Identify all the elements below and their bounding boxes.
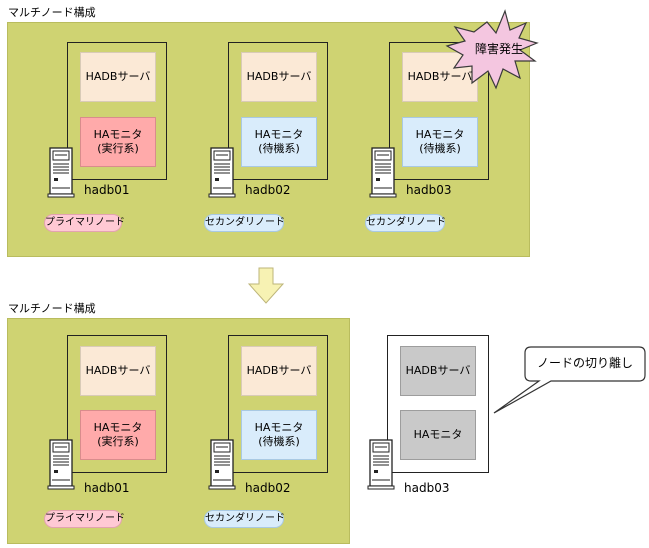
bottom-node1-monitor-box: HAモニタ (実行系)	[80, 410, 156, 460]
top-node3-monitor-box: HAモニタ (待機系)	[402, 117, 478, 167]
monitor-role: (実行系)	[97, 435, 139, 448]
monitor-label: HAモニタ	[93, 128, 143, 141]
db-label: HADBサーバ	[85, 70, 151, 83]
top-node3-frame	[389, 42, 489, 180]
db-label: HADBサーバ	[407, 70, 473, 83]
monitor-label: HAモニタ	[254, 421, 304, 434]
monitor-role: (実行系)	[97, 142, 139, 155]
bottom-node1-db-box: HADBサーバ	[80, 346, 156, 396]
top-node2-monitor-box: HAモニタ (待機系)	[241, 117, 317, 167]
bottom-node2-hostname: hadb02	[245, 481, 291, 495]
top-node2-frame	[228, 42, 328, 180]
db-label: HADBサーバ	[246, 364, 312, 377]
detached-monitor-box: HAモニタ	[400, 410, 476, 460]
monitor-label: HAモニタ	[415, 128, 465, 141]
top-node2-db-box: HADBサーバ	[241, 52, 317, 102]
bottom-node1-role-badge: プライマリノード	[44, 510, 125, 528]
db-label: HADBサーバ	[85, 364, 151, 377]
bottom-node2-db-box: HADBサーバ	[241, 346, 317, 396]
detached-hostname: hadb03	[404, 481, 450, 495]
bottom-node1-frame	[67, 335, 167, 473]
failure-label: 障害発生	[474, 42, 523, 56]
top-node3-role-badge: セカンダリノード	[365, 214, 446, 232]
top-node1-role-badge: プライマリノード	[44, 214, 125, 232]
top-node1-frame	[67, 42, 167, 180]
top-title: マルチノード構成	[8, 6, 96, 19]
bottom-title: マルチノード構成	[8, 302, 96, 315]
detached-db-box: HADBサーバ	[400, 346, 476, 396]
monitor-label: HAモニタ	[93, 421, 143, 434]
bottom-node2-role-badge: セカンダリノード	[204, 510, 285, 528]
monitor-label: HAモニタ	[254, 128, 304, 141]
callout-label: ノードの切り離し	[536, 356, 633, 370]
top-node3-hostname: hadb03	[406, 183, 452, 197]
top-node3-db-box: HADBサーバ	[402, 52, 478, 102]
top-node1-monitor-box: HAモニタ (実行系)	[80, 117, 156, 167]
bottom-node1-hostname: hadb01	[84, 481, 130, 495]
top-node1-hostname: hadb01	[84, 183, 130, 197]
top-node1-db-box: HADBサーバ	[80, 52, 156, 102]
bottom-node2-frame	[228, 335, 328, 473]
monitor-role: (待機系)	[258, 435, 300, 448]
bottom-node2-monitor-box: HAモニタ (待機系)	[241, 410, 317, 460]
top-node2-hostname: hadb02	[245, 183, 291, 197]
top-node2-role-badge: セカンダリノード	[204, 214, 285, 232]
db-label: HADBサーバ	[246, 70, 312, 83]
monitor-role: (待機系)	[419, 142, 461, 155]
monitor-role: (待機系)	[258, 142, 300, 155]
db-label: HADBサーバ	[405, 364, 471, 377]
monitor-label: HAモニタ	[413, 428, 463, 441]
